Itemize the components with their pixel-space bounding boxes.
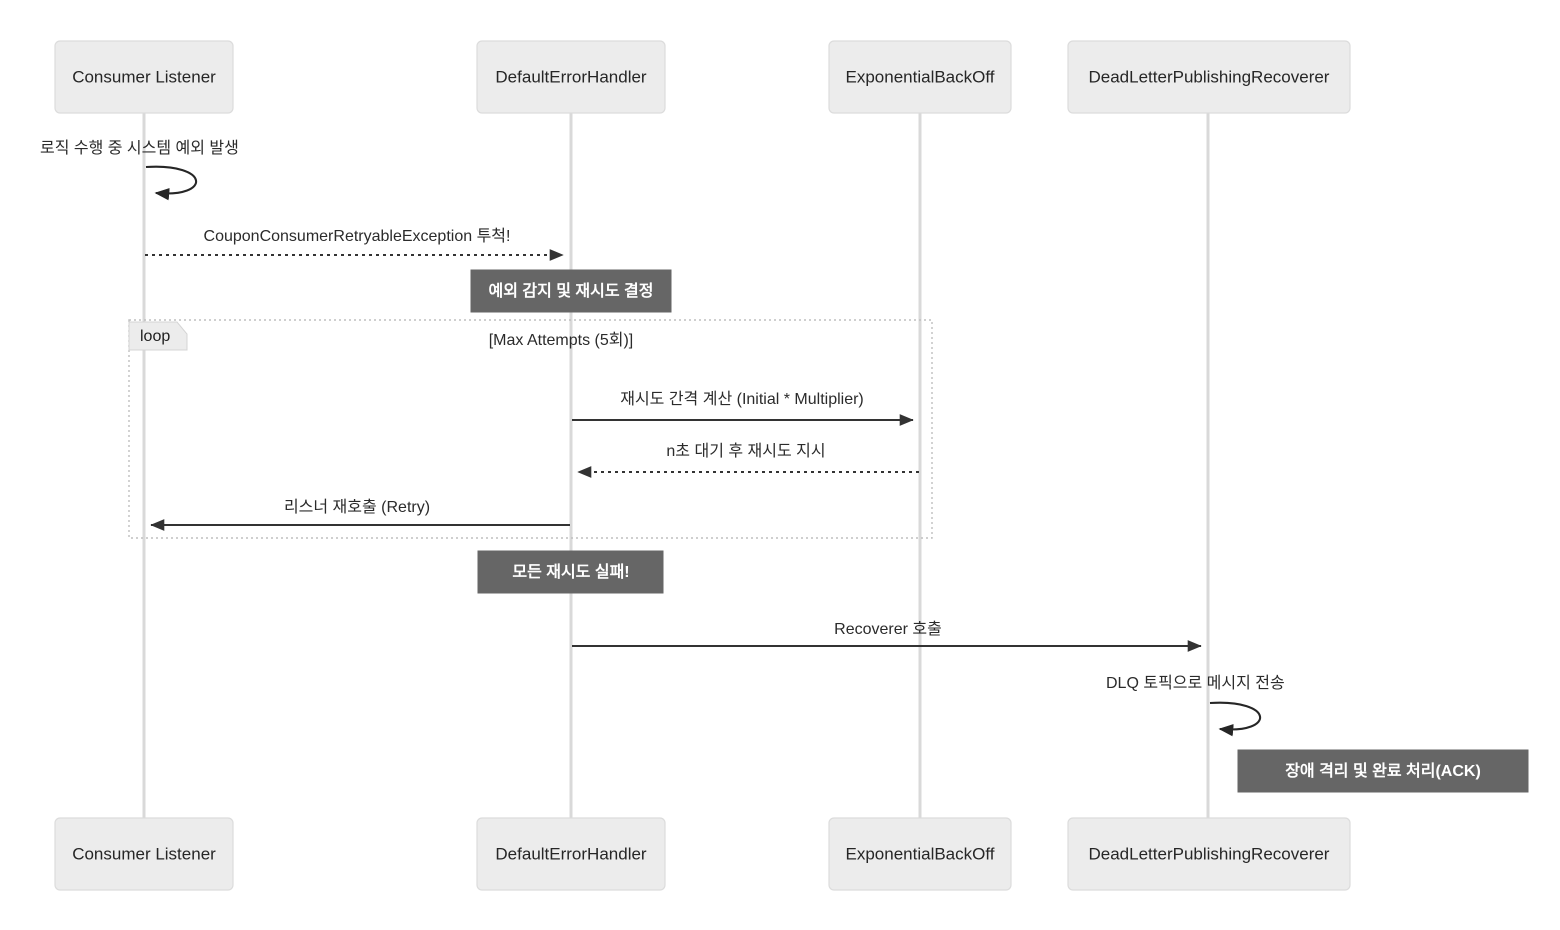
- message-label-exception: 로직 수행 중 시스템 예외 발생: [40, 139, 239, 157]
- participant-label-consumer: Consumer Listener: [72, 67, 216, 86]
- participant-header-recoverer[interactable]: DeadLetterPublishingRecoverer: [1067, 40, 1351, 114]
- participant-footer-handler[interactable]: DefaultErrorHandler: [476, 817, 666, 891]
- participant-header-consumer[interactable]: Consumer Listener: [54, 40, 234, 114]
- participant-label-backoff: ExponentialBackOff: [846, 67, 995, 86]
- participant-footer-backoff[interactable]: ExponentialBackOff: [828, 817, 1012, 891]
- participant-footer-consumer[interactable]: Consumer Listener: [54, 817, 234, 891]
- participant-footer-recoverer[interactable]: DeadLetterPublishingRecoverer: [1067, 817, 1351, 891]
- participant-header-backoff[interactable]: ExponentialBackOff: [828, 40, 1012, 114]
- participant-box-footer-consumer[interactable]: [54, 817, 234, 891]
- participant-label-footer-recoverer: DeadLetterPublishingRecoverer: [1089, 844, 1330, 863]
- message-coupon-exception: CouponConsumerRetryableException 투척!: [145, 227, 564, 261]
- participant-header-handler[interactable]: DefaultErrorHandler: [476, 40, 666, 114]
- loop-fragment-max-attempts: loop [Max Attempts (5회)]: [128, 319, 933, 539]
- note-detect-exception: 예외 감지 및 재시도 결정: [470, 269, 672, 313]
- participant-box-handler[interactable]: [476, 40, 666, 114]
- message-label-recoverer-call: Recoverer 호출: [834, 620, 942, 638]
- self-loop-arc-exception: [145, 165, 198, 201]
- loop-condition-label: [Max Attempts (5회)]: [489, 331, 634, 349]
- message-label-coupon-exception: CouponConsumerRetryableException 투척!: [204, 227, 511, 245]
- message-self-exception: 로직 수행 중 시스템 예외 발생: [40, 139, 239, 201]
- participant-label-handler: DefaultErrorHandler: [495, 67, 647, 86]
- participant-box-footer-handler[interactable]: [476, 817, 666, 891]
- self-loop-arc-dlq-send: [1209, 701, 1262, 737]
- participant-label-footer-consumer: Consumer Listener: [72, 844, 216, 863]
- message-wait-retry: n초 대기 후 재시도 지시: [577, 442, 919, 478]
- message-label-dlq-send: DLQ 토픽으로 메시지 전송: [1106, 674, 1285, 692]
- participant-box-footer-backoff[interactable]: [828, 817, 1012, 891]
- note-text-detect-exception: 예외 감지 및 재시도 결정: [489, 281, 654, 300]
- loop-tab-label: loop: [140, 328, 170, 345]
- participant-box-recoverer[interactable]: [1067, 40, 1351, 114]
- message-calc-interval: 재시도 간격 계산 (Initial * Multiplier): [572, 390, 914, 426]
- participant-box-consumer[interactable]: [54, 40, 234, 114]
- message-label-listener-retry: 리스너 재호출 (Retry): [284, 498, 430, 516]
- note-all-retries-failed: 모든 재시도 실패!: [477, 550, 664, 594]
- lifelines-group: [142, 113, 1210, 818]
- message-label-calc-interval: 재시도 간격 계산 (Initial * Multiplier): [620, 390, 864, 408]
- message-recoverer-call: Recoverer 호출: [572, 620, 1202, 652]
- note-box-fault-isolation-ack: [1237, 749, 1529, 793]
- participant-label-footer-handler: DefaultErrorHandler: [495, 844, 647, 863]
- note-text-fault-isolation-ack: 장애 격리 및 완료 처리(ACK): [1285, 761, 1481, 780]
- message-listener-retry: 리스너 재호출 (Retry): [150, 498, 570, 531]
- note-text-all-retries-failed: 모든 재시도 실패!: [512, 562, 629, 581]
- participant-box-backoff[interactable]: [828, 40, 1012, 114]
- participant-label-recoverer: DeadLetterPublishingRecoverer: [1089, 67, 1330, 86]
- note-fault-isolation-ack: 장애 격리 및 완료 처리(ACK): [1237, 749, 1529, 793]
- message-self-dlq-send: DLQ 토픽으로 메시지 전송: [1106, 674, 1285, 737]
- participant-box-footer-recoverer[interactable]: [1067, 817, 1351, 891]
- loop-frame-border: [128, 319, 933, 539]
- note-box-all-retries-failed: [477, 550, 664, 594]
- loop-tab-shape: [128, 321, 188, 351]
- message-label-wait-retry: n초 대기 후 재시도 지시: [666, 442, 825, 460]
- note-box-detect-exception: [470, 269, 672, 313]
- participant-label-footer-backoff: ExponentialBackOff: [846, 844, 995, 863]
